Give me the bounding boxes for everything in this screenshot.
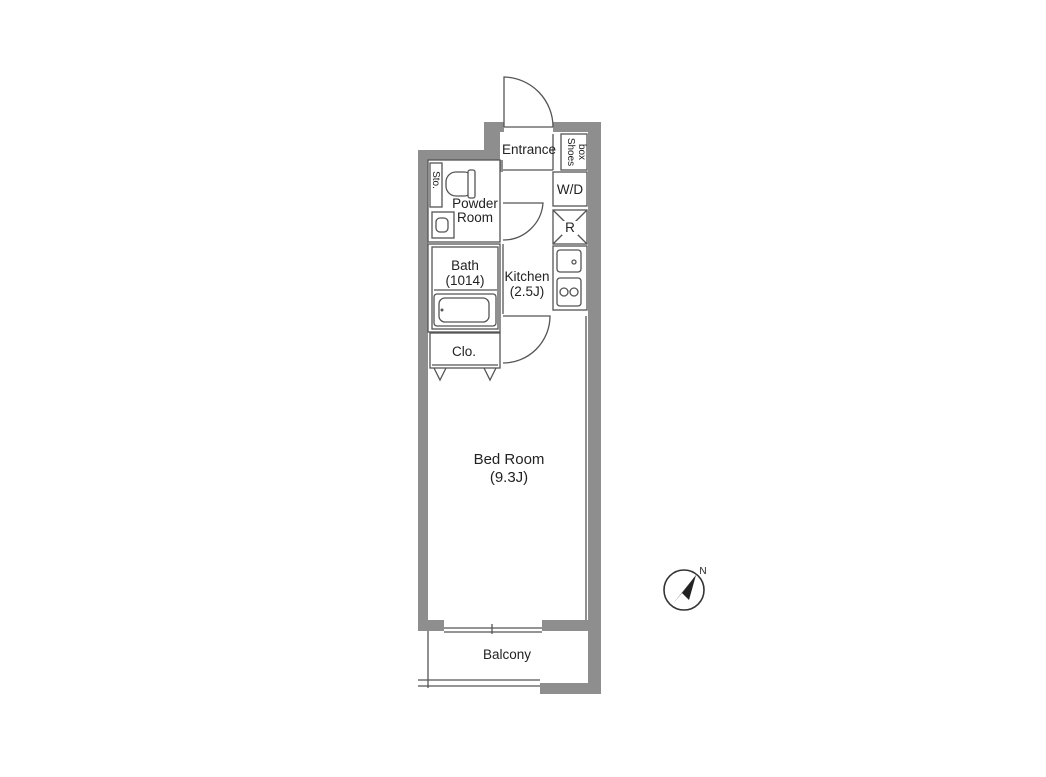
washer-dryer-label: W/D	[557, 182, 583, 197]
stove-icon	[556, 277, 582, 307]
powder-room-label-line2: Room	[457, 210, 493, 225]
entrance-area: Entrance Shoes box	[502, 76, 588, 171]
refrigerator-label: R	[565, 220, 575, 235]
right-wall	[588, 122, 601, 694]
powder-room-label-line1: Powder	[452, 196, 498, 211]
balcony-label: Balcony	[483, 647, 531, 662]
bath-label-line2: (1014)	[445, 273, 484, 288]
powder-room: Sto. Powder Room	[427, 159, 544, 243]
washer-dryer	[552, 171, 588, 207]
closet-door-right	[483, 367, 497, 382]
appliances: W/D R	[552, 171, 588, 245]
closet-outline	[429, 332, 501, 369]
bathtub-icon	[433, 293, 497, 327]
powder-door-swing	[502, 202, 544, 241]
bedroom: Bed Room (9.3J)	[444, 316, 587, 634]
left-wall-bottom-nub	[418, 620, 444, 631]
bedroom-door-swing	[502, 315, 551, 364]
storage-label: Sto.	[430, 171, 441, 189]
shoes-box	[560, 133, 588, 171]
sink-icon	[431, 211, 455, 239]
bathroom: Bath (1014)	[427, 243, 551, 364]
kitchen-label-line2: (2.5J)	[510, 284, 545, 299]
bath-outline	[427, 243, 501, 333]
closet: Clo.	[429, 332, 501, 382]
compass-n-label: N	[699, 566, 706, 577]
inner-wall-stub	[500, 160, 503, 172]
closet-door-left	[433, 367, 447, 382]
kitchen-counter: Kitchen (2.5J)	[504, 245, 588, 311]
exterior-walls	[418, 122, 601, 694]
top-wall-right	[553, 122, 601, 132]
bath-label-line1: Bath	[451, 258, 479, 273]
balcony: Balcony	[418, 631, 540, 688]
bedroom-label-line2: (9.3J)	[490, 469, 528, 486]
kitchen-label-line1: Kitchen	[504, 269, 549, 284]
top-wall-entrance	[484, 122, 504, 132]
kitchen-sink-icon	[556, 249, 582, 273]
bedroom-label-line1: Bed Room	[474, 451, 545, 468]
north-arrow-icon: N	[663, 566, 707, 611]
left-wall	[418, 150, 428, 630]
right-wall-bottom-nub	[542, 620, 592, 631]
closet-label: Clo.	[452, 344, 476, 359]
bath-wall-inner	[431, 246, 499, 330]
powder-room-outline	[427, 159, 501, 243]
entrance-door-swing	[503, 76, 554, 128]
storage-shelf	[429, 162, 443, 208]
shoes-box-label-line1: Shoes	[565, 138, 576, 166]
entrance-label: Entrance	[502, 142, 556, 157]
top-wall-left	[418, 150, 500, 160]
toilet-icon	[445, 169, 476, 199]
bottom-wall	[540, 683, 601, 694]
shoes-box-label-line2: box	[576, 144, 587, 160]
